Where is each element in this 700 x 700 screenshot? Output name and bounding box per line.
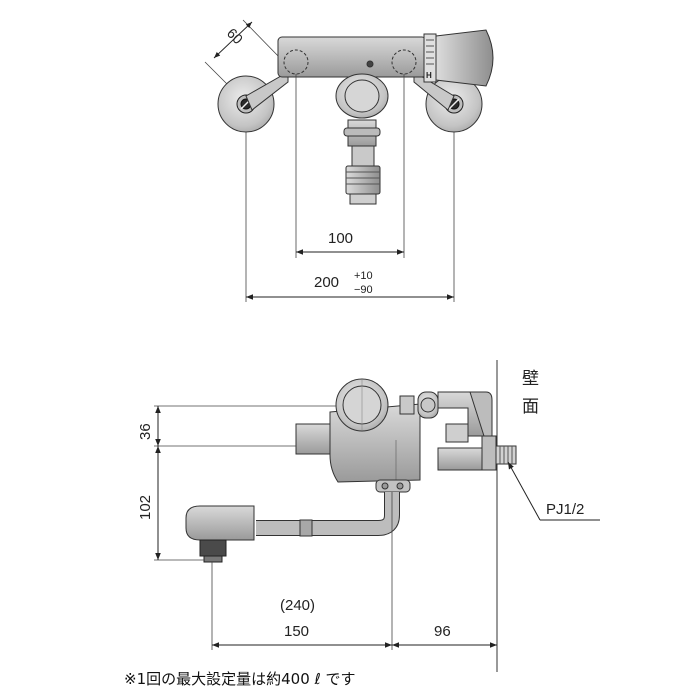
- dimension-100: 100: [296, 230, 404, 255]
- dimension-200: 200 +10 −90: [246, 270, 454, 300]
- thread-callout: PJ1/2: [507, 461, 600, 521]
- wall-connector: [417, 391, 517, 471]
- faucet-body-side: [295, 378, 421, 493]
- dimension-200-tol-minus: −90: [354, 284, 373, 296]
- wall-label-line1: 壁: [522, 369, 539, 388]
- dimension-36: 36: [137, 406, 161, 446]
- dimension-96: 96: [392, 623, 497, 648]
- top-view: 60: [204, 19, 494, 302]
- dimension-60-label: 60: [224, 25, 246, 47]
- side-view: 壁 面: [137, 360, 600, 672]
- dimension-102-label: 102: [137, 495, 154, 520]
- faucet-body-top: [277, 36, 427, 78]
- footnote: ※1回の最大設定量は約400 ℓ です: [124, 670, 355, 688]
- dimension-200-tol-plus: +10: [354, 270, 373, 282]
- dimension-96-label: 96: [434, 623, 451, 640]
- center-outlet-top: [335, 73, 389, 205]
- dimension-100-label: 100: [328, 230, 353, 247]
- dimension-150-label: 150: [284, 623, 309, 640]
- dimension-102: 102: [137, 446, 161, 560]
- temperature-handle: H: [423, 29, 494, 87]
- wall-label-line2: 面: [522, 397, 539, 416]
- dimension-150: (240) 150: [212, 597, 392, 648]
- spout: [185, 492, 400, 563]
- dimension-240-label: (240): [280, 597, 315, 614]
- dimension-200-label: 200: [314, 274, 339, 291]
- handle-h-mark: H: [426, 71, 432, 80]
- dimension-36-label: 36: [137, 423, 154, 440]
- thread-label: PJ1/2: [546, 501, 584, 518]
